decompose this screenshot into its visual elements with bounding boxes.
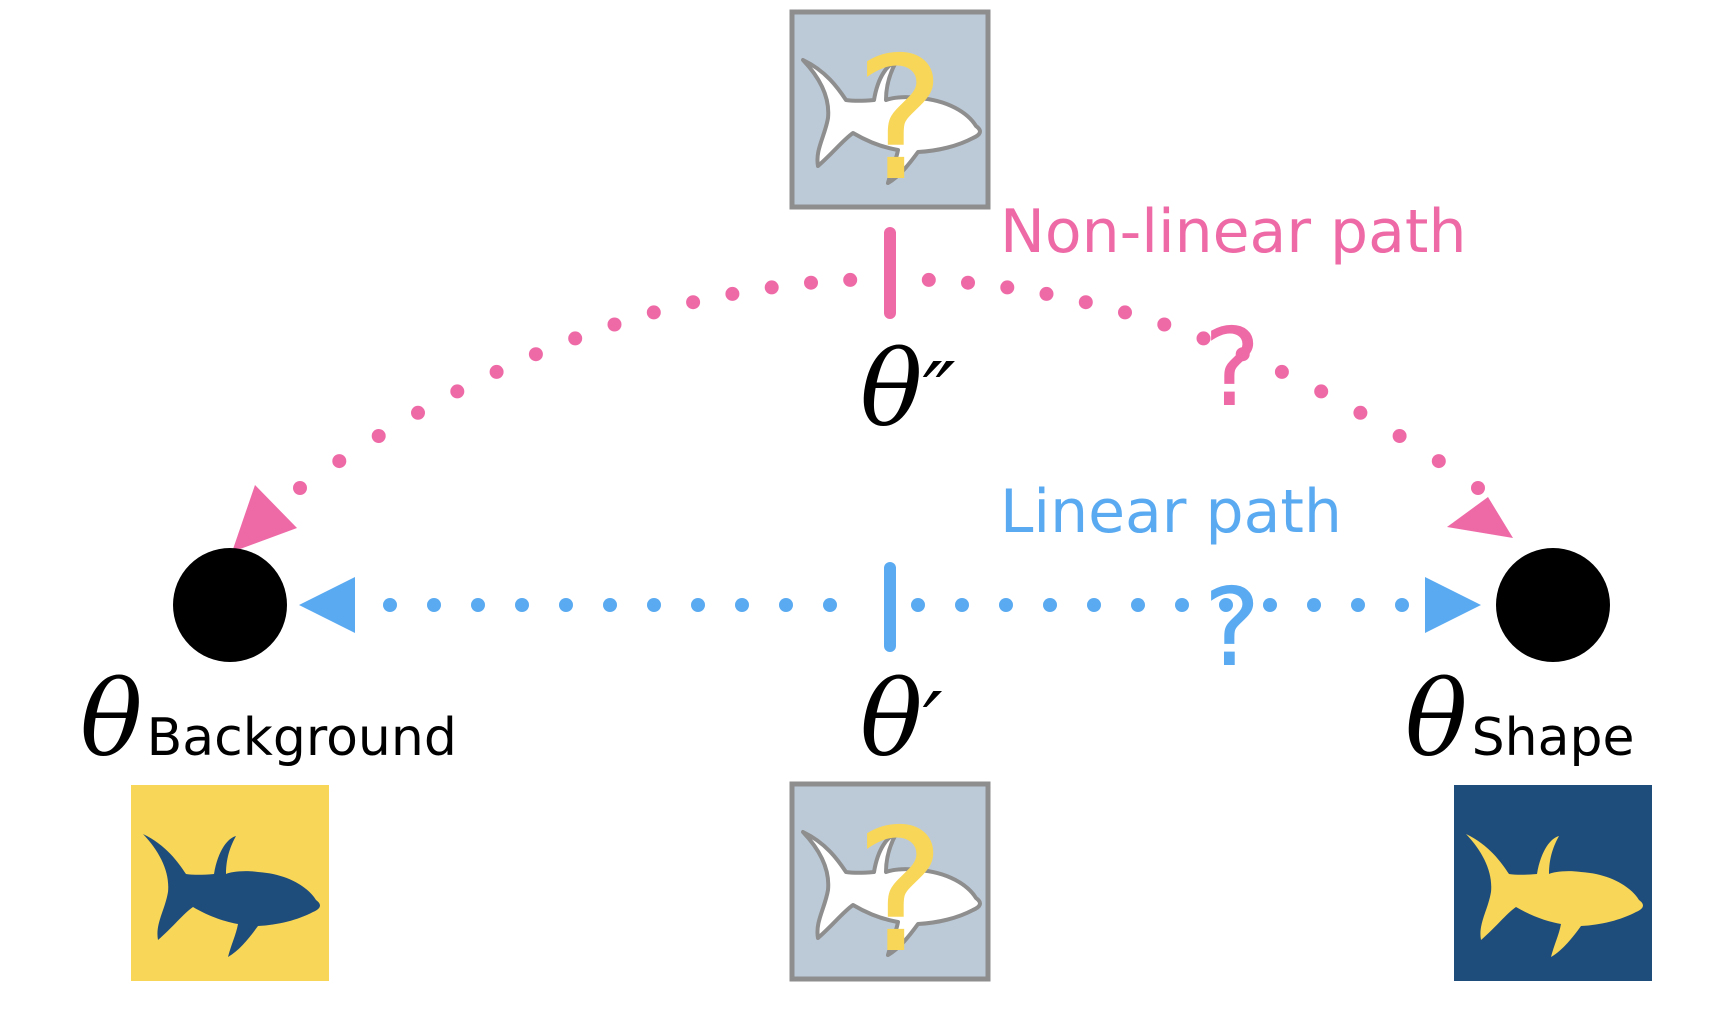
unknown-model-tile-top: ? [789,9,991,219]
nonlinear-path-dot [411,405,425,420]
nonlinear-path-dot [764,280,779,295]
question-mark-icon: ? [855,21,945,219]
linear-path-dot [1395,598,1409,612]
nonlinear-path-dot [293,481,307,495]
linear-arrow-left [299,577,355,633]
linear-path-dot [427,598,441,612]
linear-path-dot [1307,598,1321,612]
linear-path-dot [471,598,485,612]
unknown-model-tile-bottom: ? [789,781,991,991]
linear-arrow-right [1425,577,1481,633]
nonlinear-question-mark: ? [1203,306,1260,431]
nonlinear-path-dot [1000,280,1015,295]
linear-path-dot [1087,598,1101,612]
linear-path-dot [1351,598,1365,612]
linear-path-dot [559,598,573,612]
nonlinear-path-dot [843,272,858,287]
linear-path-dot [1219,598,1233,612]
nonlinear-path-dots [293,272,1485,495]
nonlinear-path-dot [568,331,583,346]
linear-path-dot [383,598,397,612]
nonlinear-path-dot [1118,305,1132,320]
linear-path-dot [691,598,705,612]
nonlinear-path-dot [1274,364,1289,379]
theta-background-label: θBackground [80,658,457,780]
nonlinear-path-dot [921,272,936,287]
nonlinear-path-dot [646,305,661,320]
nonlinear-path-label: Non-linear path [1000,197,1466,267]
background-model-tile [131,785,329,981]
theta-prime-label: θ′ [860,658,943,780]
nonlinear-path-dot [332,454,347,469]
linear-path-label: Linear path [1000,477,1342,547]
linear-path-dot [1263,598,1277,612]
theta-shape-label: θShape [1405,658,1634,780]
nonlinear-path-dot [686,295,701,310]
linear-path-dot [735,598,749,612]
linear-path-dot [647,598,661,612]
theta-double-prime-label: θ″ [860,328,956,450]
background-model-node [173,548,287,662]
nonlinear-arrow-right [1447,497,1513,538]
linear-path-dot [515,598,529,612]
nonlinear-path-dot [1314,384,1329,399]
nonlinear-path-dot [450,384,465,399]
linear-path-dot [955,598,969,612]
nonlinear-path-dot [607,317,622,332]
linear-path-dot [823,598,837,612]
nonlinear-path-dot [961,275,975,290]
nonlinear-path-dot [1235,347,1250,362]
linear-path-dots [383,598,1409,612]
shape-model-tile [1454,785,1652,981]
nonlinear-path-dot [1039,286,1054,301]
nonlinear-path-dot [725,286,740,301]
nonlinear-path-dot [1196,331,1211,346]
nonlinear-path-dot [1353,405,1368,420]
linear-path-dot [779,598,793,612]
linear-midpoint-tick [884,562,896,652]
nonlinear-midpoint-tick [884,227,896,319]
nonlinear-path-dot [1471,481,1485,495]
linear-path-dot [1043,598,1057,612]
nonlinear-path-dot [528,347,543,362]
shape-model-node [1496,548,1610,662]
nonlinear-path-dot [371,429,386,443]
nonlinear-path-dot [489,364,504,379]
linear-path-dot [1131,598,1145,612]
nonlinear-path-dot [1157,317,1172,332]
nonlinear-path-dot [1078,295,1093,310]
linear-path-dot [999,598,1013,612]
nonlinear-path-dot [1392,429,1407,443]
nonlinear-arrow-left [232,485,297,552]
linear-path-dot [603,598,617,612]
linear-question-mark: ? [1203,566,1260,691]
nonlinear-path-dot [1431,454,1446,469]
linear-path-dot [1175,598,1189,612]
linear-path-dot [911,598,925,612]
question-mark-icon: ? [855,793,945,991]
nonlinear-path-dot [804,275,818,290]
